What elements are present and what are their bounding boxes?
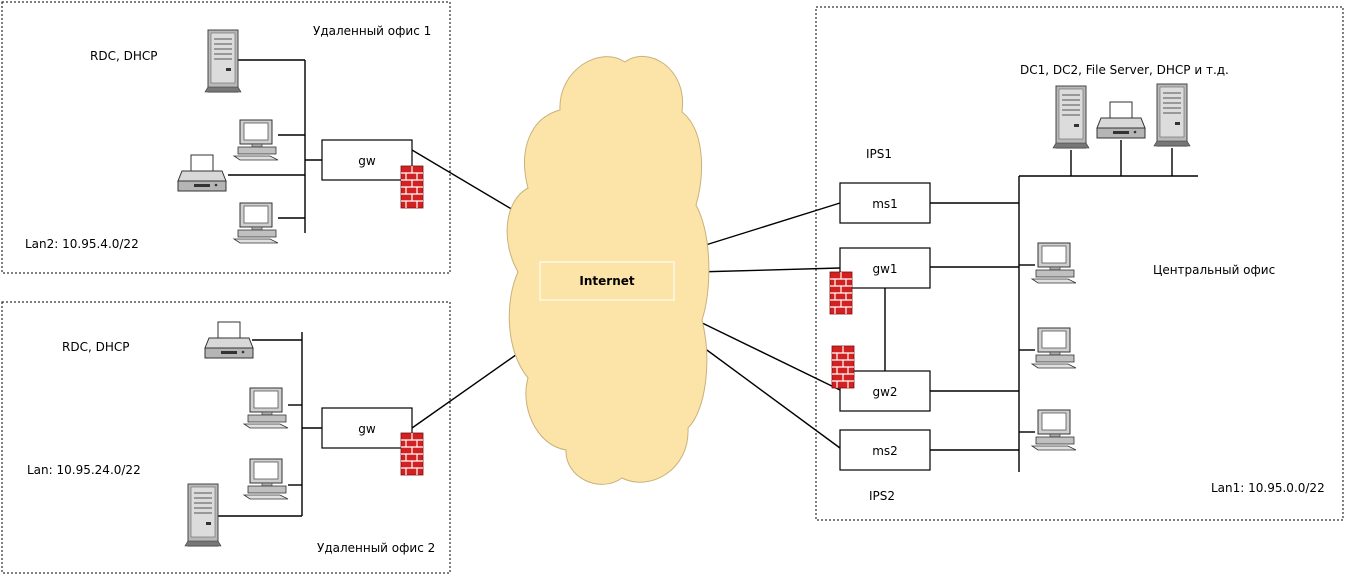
workstation-icon xyxy=(233,119,279,161)
workstation-icon xyxy=(1031,409,1077,451)
internet-label: Internet xyxy=(579,274,634,288)
gw1-box xyxy=(839,247,931,289)
remote-office-2-zone xyxy=(1,301,451,574)
ms2-box xyxy=(839,429,931,471)
printer-icon xyxy=(204,321,254,359)
remote-office-2-title: Удаленный офис 2 xyxy=(317,541,435,555)
gw2-box xyxy=(839,370,931,412)
remote-office-1-gateway-label: gw xyxy=(358,154,376,168)
internet-cloud: Internet xyxy=(506,56,710,485)
firewall-icon xyxy=(400,432,424,476)
remote-office-2-gateway-label: gw xyxy=(358,422,376,436)
gw2-label: gw2 xyxy=(872,385,897,399)
workstation-icon xyxy=(243,458,289,500)
central-office: DC1, DC2, File Server, DHCP и т.д. IPS1 … xyxy=(829,63,1325,503)
firewall-icon xyxy=(400,165,424,209)
server-icon xyxy=(204,29,242,93)
ips2-label: IPS2 xyxy=(869,489,895,503)
remote-office-1-zone xyxy=(1,1,451,274)
remote-office-1-lan: Lan2: 10.95.4.0/22 xyxy=(25,237,139,251)
printer-icon xyxy=(1096,101,1146,139)
server-icon xyxy=(184,483,222,547)
ms2-label: ms2 xyxy=(872,444,898,458)
ms1-label: ms1 xyxy=(872,197,898,211)
remote-office-1-services: RDC, DHCP xyxy=(90,49,157,63)
gw1-label: gw1 xyxy=(872,262,897,276)
firewall-icon xyxy=(831,345,855,389)
remote-office-1-gateway xyxy=(321,139,413,181)
remote-office-1-title: Удаленный офис 1 xyxy=(313,24,431,38)
workstation-icon xyxy=(243,387,289,429)
firewall-icon xyxy=(829,271,853,315)
server-icon xyxy=(1153,83,1191,147)
remote-office-2: RDC, DHCP Lan: 10.95.24.0/22 Удаленный о… xyxy=(27,321,435,555)
workstation-icon xyxy=(233,202,279,244)
workstation-icon xyxy=(1031,327,1077,369)
printer-icon xyxy=(177,154,227,192)
central-office-servers-label: DC1, DC2, File Server, DHCP и т.д. xyxy=(1020,63,1229,77)
server-icon xyxy=(1052,85,1090,149)
remote-office-2-lan: Lan: 10.95.24.0/22 xyxy=(27,463,141,477)
ips1-label: IPS1 xyxy=(866,147,892,161)
workstation-icon xyxy=(1031,242,1077,284)
remote-office-2-gateway xyxy=(321,407,413,449)
remote-office-2-services: RDC, DHCP xyxy=(62,340,129,354)
central-office-lan: Lan1: 10.95.0.0/22 xyxy=(1211,481,1325,495)
remote-office-1: Удаленный офис 1 RDC, DHCP Lan2: 10.95.4… xyxy=(25,24,431,251)
central-office-title: Центральный офис xyxy=(1153,263,1275,277)
ms1-box xyxy=(839,182,931,224)
